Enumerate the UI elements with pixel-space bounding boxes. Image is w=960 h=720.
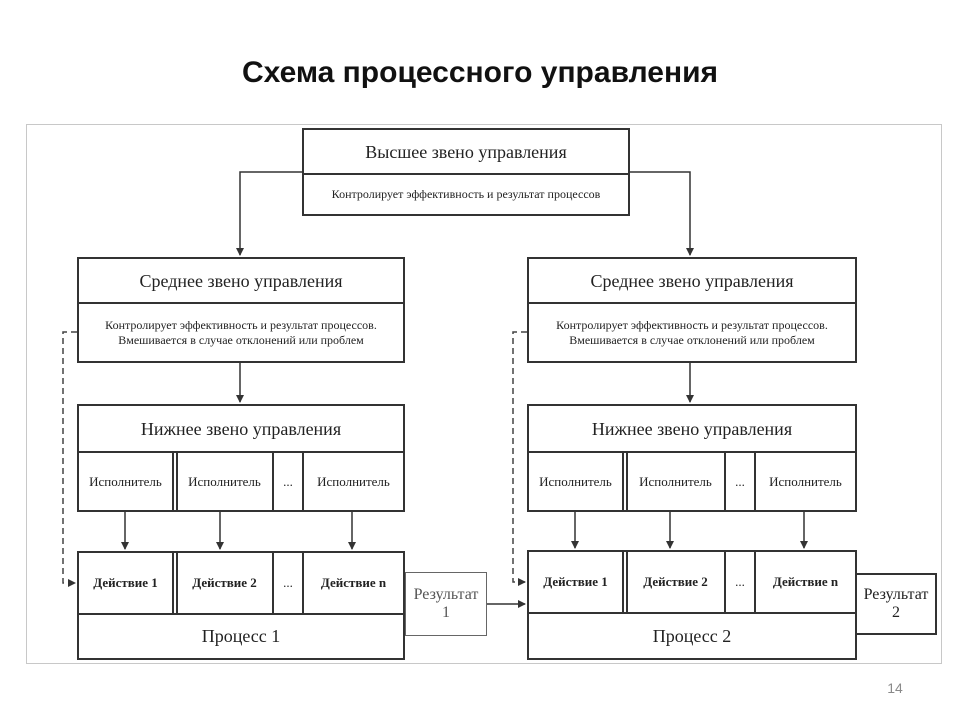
executor-2-n: Исполнитель	[769, 473, 842, 489]
result-box-2: Результат 2	[855, 573, 937, 635]
arrow-top-to-middle-2	[630, 171, 694, 256]
feedback-loop-1	[62, 331, 77, 587]
action-1-2: Действие 2	[192, 575, 257, 590]
lower-management-title-2: Нижнее звено управления	[591, 418, 793, 439]
action-2-1: Действие 1	[543, 574, 608, 589]
executor-1-n: Исполнитель	[317, 473, 390, 489]
executor-2-2: Исполнитель	[639, 473, 712, 489]
executor-1-2: Исполнитель	[188, 473, 261, 489]
top-management-box: Высшее звено управления Контролирует эфф…	[302, 128, 630, 216]
action-1-ellipsis: ...	[283, 575, 293, 590]
action-1-1: Действие 1	[93, 575, 158, 590]
page-title: Схема процессного управления	[241, 56, 719, 89]
lower-management-box-2: Нижнее звено управления Исполнитель Испо…	[527, 404, 857, 512]
executor-2-1: Исполнитель	[539, 473, 612, 489]
feedback-loop-2	[512, 331, 527, 586]
result-box-1: Результат 1	[405, 572, 487, 636]
middle-management-title-1: Среднее звено управления	[139, 270, 343, 291]
page-number: 14	[887, 680, 903, 696]
middle-management-desc-2: Контролирует эффективность и результат п…	[556, 317, 828, 347]
lower-management-box-1: Нижнее звено управления Исполнитель Испо…	[77, 404, 405, 512]
executor-1-ellipsis: ...	[283, 473, 293, 489]
action-1-n: Действие n	[320, 575, 387, 590]
middle-management-box-2: Среднее звено управления Контролирует эф…	[527, 257, 857, 363]
middle-management-box-1: Среднее звено управления Контролирует эф…	[77, 257, 405, 363]
arrow-top-to-middle-1	[236, 171, 302, 256]
lower-management-title-1: Нижнее звено управления	[140, 418, 342, 439]
top-management-title: Высшее звено управления	[365, 141, 567, 162]
process-label-2: Процесс 2	[652, 625, 732, 646]
result-label-2: Результат 2	[863, 586, 929, 621]
action-2-2: Действие 2	[643, 574, 708, 589]
result-label-1: Результат 1	[413, 586, 479, 621]
executor-2-ellipsis: ...	[735, 473, 745, 489]
middle-management-title-2: Среднее звено управления	[590, 270, 794, 291]
process-box-1: Действие 1 Действие 2 ... Действие n Про…	[77, 551, 405, 660]
top-management-desc: Контролирует эффективность и результат п…	[331, 187, 601, 201]
diagram-frame	[26, 124, 942, 664]
action-2-ellipsis: ...	[735, 574, 745, 589]
middle-management-desc-1: Контролирует эффективность и результат п…	[105, 317, 377, 347]
process-label-1: Процесс 1	[201, 626, 281, 646]
executor-1-1: Исполнитель	[89, 473, 162, 489]
process-box-2: Действие 1 Действие 2 ... Действие n Про…	[527, 550, 857, 660]
action-2-n: Действие n	[772, 574, 839, 589]
